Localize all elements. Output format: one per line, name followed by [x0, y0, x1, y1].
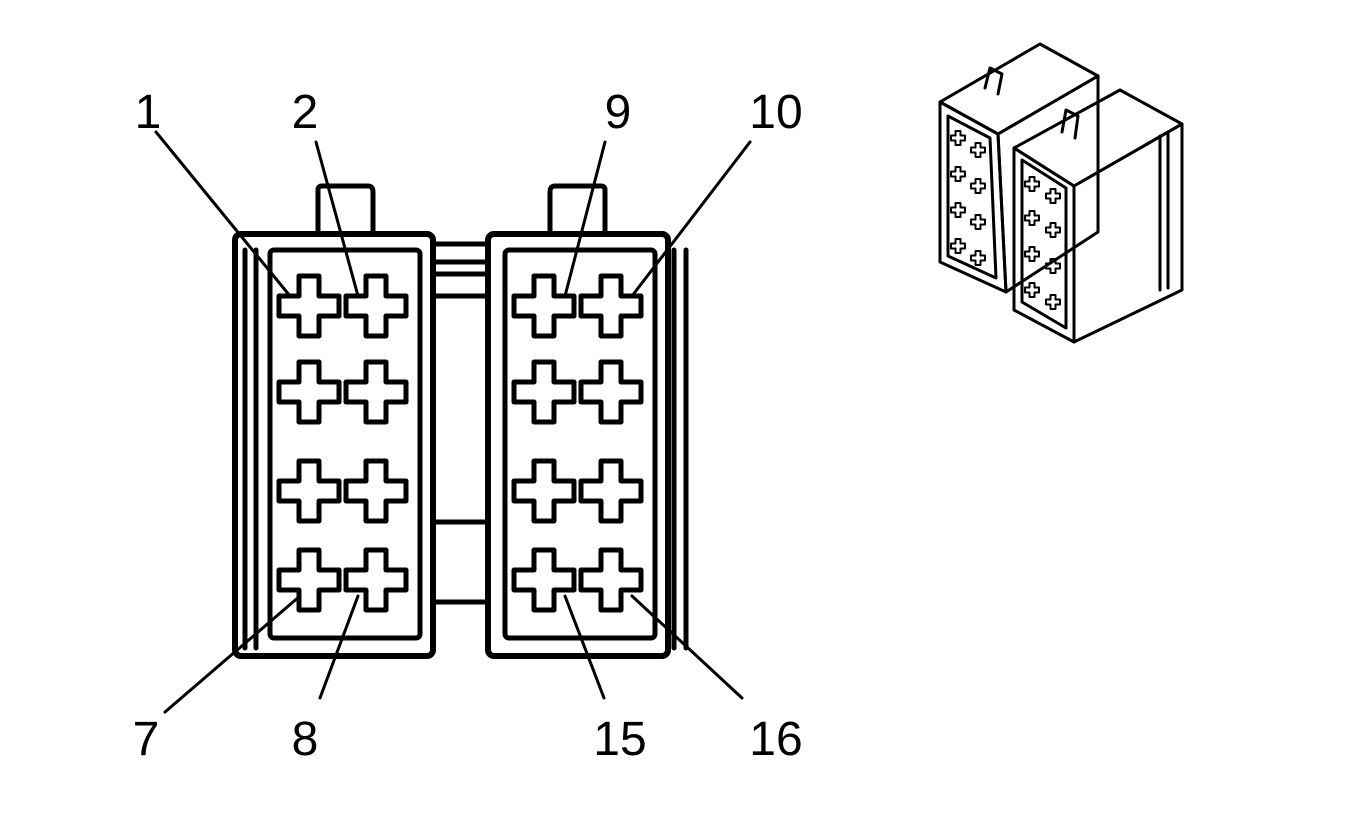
- pin-cavity: [276, 359, 342, 425]
- iso-pin-cavity: [1024, 176, 1040, 192]
- iso-pin-cavity: [1024, 210, 1040, 226]
- leader-pin-7: [163, 594, 302, 714]
- iso-pin-cavity: [1024, 246, 1040, 262]
- iso-pin-grid: [950, 130, 1061, 310]
- iso-pin-cavity: [1045, 222, 1061, 238]
- iso-pin-cavity: [950, 166, 966, 182]
- pin-label-2: 2: [292, 86, 319, 139]
- right-connector-half: [485, 183, 689, 659]
- pin-cavity: [343, 359, 409, 425]
- iso-pin-cavity: [1045, 258, 1061, 274]
- pin-cavity: [578, 458, 644, 524]
- pin-label-9: 9: [605, 86, 632, 139]
- pin-cavity: [578, 359, 644, 425]
- pin-cavity: [343, 458, 409, 524]
- iso-pin-cavity: [970, 250, 986, 266]
- leader-pin-8: [318, 594, 360, 700]
- iso-back-tab: [983, 66, 1004, 96]
- leader-pin-9: [563, 140, 607, 298]
- left-housing-outer: [232, 231, 436, 659]
- pin-cavity: [511, 359, 577, 425]
- callout-leaders: [154, 130, 752, 714]
- right-latch-tab: [547, 183, 608, 235]
- leader-pin-2: [314, 140, 360, 298]
- pin-label-16: 16: [749, 713, 802, 766]
- leader-pin-10: [630, 140, 752, 298]
- connector-isometric-view: [938, 42, 1184, 344]
- iso-pin-cavity: [1045, 188, 1061, 204]
- pin-label-7: 7: [133, 713, 160, 766]
- leader-pin-16: [630, 594, 744, 700]
- center-bridge: [430, 241, 491, 605]
- left-pin-grid: [276, 273, 409, 613]
- pin-cavity: [343, 547, 409, 613]
- pin-label-1: 1: [135, 86, 162, 139]
- right-housing-outer: [485, 231, 671, 659]
- iso-pin-cavity: [1024, 282, 1040, 298]
- pin-cavity: [276, 458, 342, 524]
- iso-pin-cavity: [950, 238, 966, 254]
- pin-cavity: [511, 547, 577, 613]
- iso-pin-cavity: [970, 142, 986, 158]
- leader-pin-1: [154, 130, 292, 298]
- pin-cavity: [276, 273, 342, 339]
- pin-cavity: [511, 273, 577, 339]
- iso-pin-cavity: [1045, 294, 1061, 310]
- iso-back-front: [938, 100, 1008, 294]
- iso-front-front: [1012, 146, 1076, 344]
- pin-cavity: [343, 273, 409, 339]
- iso-pin-cavity: [950, 130, 966, 146]
- pin-cavity: [511, 458, 577, 524]
- pin-label-10: 10: [749, 86, 802, 139]
- iso-front-front-inner: [1020, 158, 1068, 330]
- pin-cavity: [276, 547, 342, 613]
- iso-pin-cavity: [970, 178, 986, 194]
- iso-pin-cavity: [950, 202, 966, 218]
- right-pin-grid: [511, 273, 644, 613]
- iso-front-side: [1072, 122, 1184, 344]
- pin-label-15: 15: [593, 713, 646, 766]
- pin-cavity: [578, 547, 644, 613]
- left-latch-tab: [315, 183, 376, 235]
- pin-number-labels: 1 2 9 10 7 8 15 16: [133, 86, 803, 766]
- pin-label-8: 8: [292, 713, 319, 766]
- iso-front-tab: [1060, 108, 1080, 140]
- iso-back-front-inner: [946, 114, 998, 280]
- iso-pin-cavity: [970, 214, 986, 230]
- leader-pin-15: [563, 594, 606, 700]
- left-connector-half: [232, 183, 436, 659]
- pin-cavity: [578, 273, 644, 339]
